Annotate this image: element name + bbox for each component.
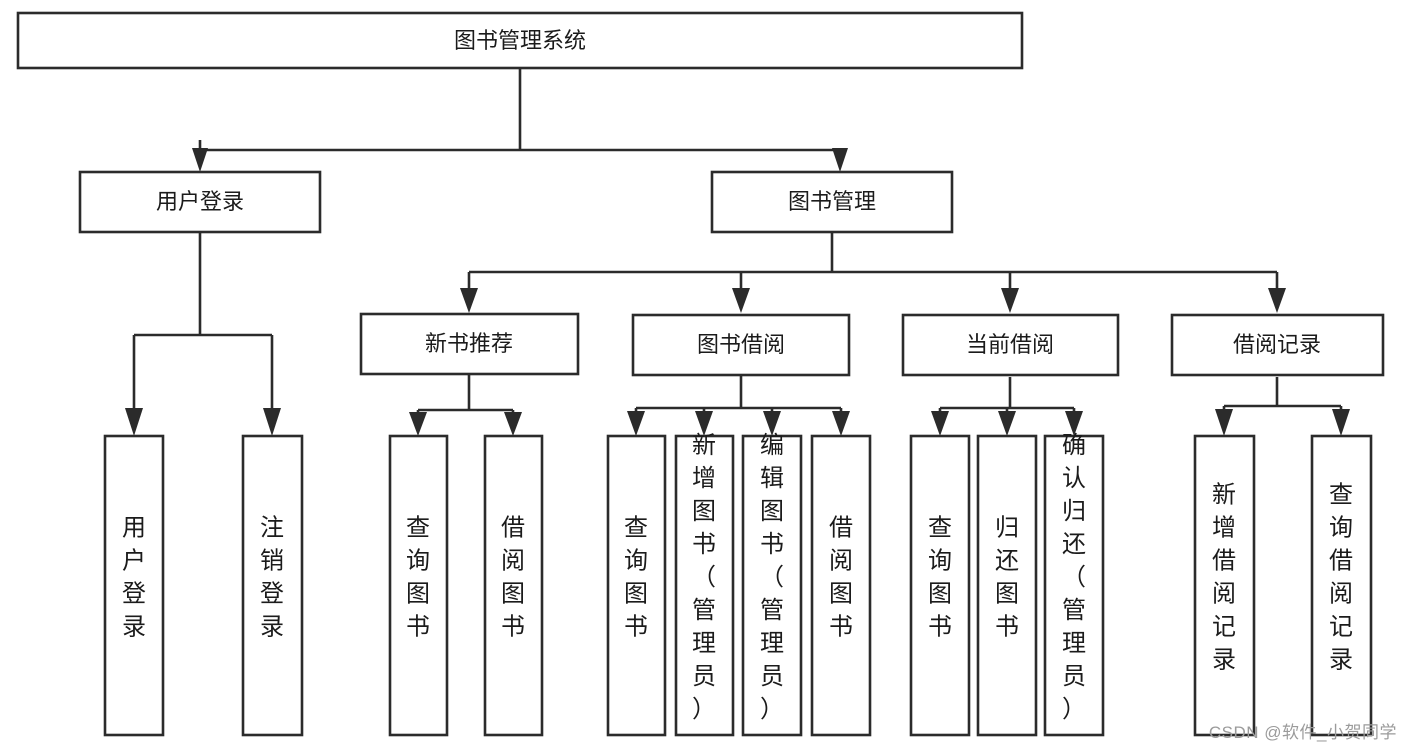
arrow-leaf-7 bbox=[763, 411, 781, 436]
leaf-label-13: 查询借阅记录 bbox=[1329, 482, 1353, 674]
arrow-leaf-2 bbox=[263, 408, 281, 436]
leaf-node[interactable]: 注销登录 bbox=[241, 434, 304, 737]
leaf-label-11: 确认归还（管理员） bbox=[1062, 432, 1086, 723]
leaf-node[interactable]: 编辑图书（管理员） bbox=[741, 432, 803, 737]
leaf-label-4: 借阅图书 bbox=[501, 515, 525, 641]
leaf-box-10[interactable] bbox=[976, 434, 1038, 737]
leaf-box-5[interactable] bbox=[606, 434, 667, 737]
leaf-node[interactable]: 查询图书 bbox=[388, 434, 449, 737]
leaf-node[interactable]: 查询图书 bbox=[606, 434, 667, 737]
leaf-node[interactable]: 查询借阅记录 bbox=[1310, 434, 1373, 737]
node-book-borrow-label: 图书借阅 bbox=[697, 332, 785, 357]
arrow-leaf-8 bbox=[832, 411, 850, 436]
leaf-label-5: 查询图书 bbox=[624, 515, 648, 641]
leaf-box-12[interactable] bbox=[1193, 434, 1256, 737]
leaf-label-10: 归还图书 bbox=[995, 515, 1019, 641]
node-borrow-record[interactable]: 借阅记录 bbox=[1170, 313, 1385, 377]
connector-record-to-leaves bbox=[1215, 377, 1350, 436]
node-current-borrow-box[interactable] bbox=[901, 313, 1120, 377]
leaf-box-8[interactable] bbox=[810, 434, 872, 737]
connector-bookmanage-to-level3 bbox=[460, 232, 1286, 313]
arrow-leaf-4 bbox=[504, 412, 522, 436]
leaf-node[interactable]: 查询图书 bbox=[909, 434, 971, 737]
node-book-borrow[interactable]: 图书借阅 bbox=[631, 313, 851, 377]
arrow-leaf-10 bbox=[998, 411, 1016, 436]
leaf-label-1: 用户登录 bbox=[122, 515, 146, 641]
connector-root-to-level2 bbox=[192, 68, 848, 172]
leaf-label-8: 借阅图书 bbox=[829, 515, 853, 641]
leaf-label-12: 新增借阅记录 bbox=[1212, 482, 1236, 674]
leaf-node[interactable]: 借阅图书 bbox=[483, 434, 544, 737]
leaf-node[interactable]: 用户登录 bbox=[103, 434, 165, 737]
arrow-to-current bbox=[1001, 288, 1019, 313]
node-new-book-recommend-box[interactable] bbox=[359, 312, 580, 376]
node-book-manage-label: 图书管理 bbox=[788, 189, 876, 214]
node-borrow-record-box[interactable] bbox=[1170, 313, 1385, 377]
leaf-box-6[interactable] bbox=[674, 434, 735, 737]
node-new-book-recommend-label: 新书推荐 bbox=[425, 331, 513, 356]
arrow-leaf-5 bbox=[627, 411, 645, 436]
arrow-to-book-manage bbox=[832, 148, 848, 172]
leaf-box-3[interactable] bbox=[388, 434, 449, 737]
leaf-node[interactable]: 确认归还（管理员） bbox=[1043, 432, 1105, 737]
leaf-box-4[interactable] bbox=[483, 434, 544, 737]
node-current-borrow-label: 当前借阅 bbox=[966, 332, 1054, 357]
leaf-label-2: 注销登录 bbox=[260, 515, 284, 641]
arrow-leaf-12 bbox=[1215, 409, 1233, 436]
node-current-borrow[interactable]: 当前借阅 bbox=[901, 313, 1120, 377]
arrow-to-record bbox=[1268, 288, 1286, 313]
arrow-leaf-13 bbox=[1332, 409, 1350, 436]
node-root-label: 图书管理系统 bbox=[454, 28, 586, 53]
leaf-box-13[interactable] bbox=[1310, 434, 1373, 737]
leaf-box-9[interactable] bbox=[909, 434, 971, 737]
arrow-to-newbook bbox=[460, 288, 478, 313]
arrow-leaf-3 bbox=[409, 412, 427, 436]
leaf-box-7[interactable] bbox=[741, 434, 803, 737]
arrow-leaf-6 bbox=[695, 411, 713, 436]
node-borrow-record-label: 借阅记录 bbox=[1233, 332, 1321, 357]
node-new-book-recommend[interactable]: 新书推荐 bbox=[359, 312, 580, 376]
leaf-label-3: 查询图书 bbox=[406, 515, 430, 641]
arrow-to-user-login bbox=[192, 148, 208, 172]
node-root-box[interactable] bbox=[16, 11, 1024, 70]
node-book-manage[interactable]: 图书管理 bbox=[710, 170, 954, 234]
node-book-borrow-box[interactable] bbox=[631, 313, 851, 377]
leaf-node[interactable]: 新增借阅记录 bbox=[1193, 434, 1256, 737]
leaf-label-6: 新增图书（管理员） bbox=[692, 432, 716, 723]
leaf-label-7: 编辑图书（管理员） bbox=[760, 432, 784, 723]
arrow-leaf-11 bbox=[1065, 411, 1083, 436]
leaf-node[interactable]: 借阅图书 bbox=[810, 434, 872, 737]
arrow-to-borrow bbox=[732, 288, 750, 313]
leaf-label-9: 查询图书 bbox=[928, 515, 952, 641]
connector-userlogin-to-leaves bbox=[125, 232, 281, 436]
connector-newbook-to-leaves bbox=[409, 374, 522, 436]
arrow-leaf-1 bbox=[125, 408, 143, 436]
leaf-box-11[interactable] bbox=[1043, 434, 1105, 737]
node-root[interactable]: 图书管理系统 bbox=[16, 11, 1024, 70]
leaf-box-1[interactable] bbox=[103, 434, 165, 737]
node-user-login[interactable]: 用户登录 bbox=[78, 170, 322, 234]
leaf-node[interactable]: 归还图书 bbox=[976, 434, 1038, 737]
node-user-login-label: 用户登录 bbox=[156, 189, 244, 214]
leaf-node[interactable]: 新增图书（管理员） bbox=[674, 432, 735, 737]
connector-borrow-to-leaves bbox=[627, 376, 850, 436]
connector-current-to-leaves bbox=[931, 377, 1083, 436]
leaf-box-2[interactable] bbox=[241, 434, 304, 737]
node-book-manage-box[interactable] bbox=[710, 170, 954, 234]
arrow-leaf-9 bbox=[931, 411, 949, 436]
node-user-login-box[interactable] bbox=[78, 170, 322, 234]
